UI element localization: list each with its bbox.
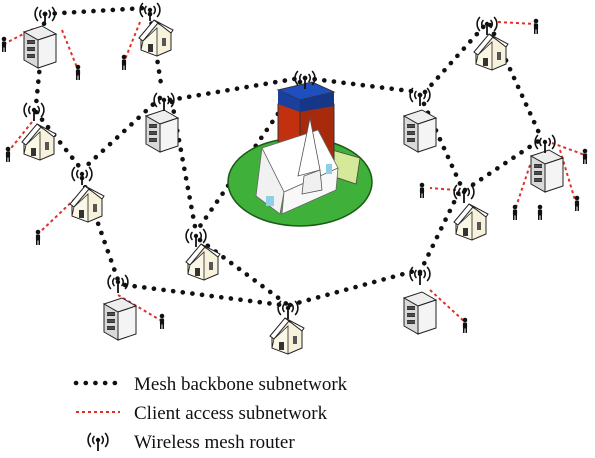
legend-router-icon [87, 432, 109, 452]
legend-backbone-label: Mesh backbone subnetwork [134, 374, 348, 395]
server-node-bottom-left [103, 297, 137, 341]
legend: Mesh backbone subnetwork Client access s… [73, 374, 348, 453]
server-node-top-left [23, 25, 57, 69]
house-node-right [453, 203, 489, 241]
server-node-upper-right [403, 109, 437, 153]
server-node-upper-center [145, 109, 179, 153]
server-node-bottom-right [403, 291, 437, 335]
church-icon [227, 81, 373, 227]
house-node-mid-left [69, 185, 105, 223]
house-node-top-middle [138, 19, 174, 57]
server-node-far-right [530, 149, 564, 193]
legend-router-label: Wireless mesh router [134, 432, 295, 453]
house-node-bottom-center [269, 317, 305, 355]
legend-access-label: Client access subnetwork [134, 403, 328, 424]
house-node-top-right [473, 33, 509, 71]
